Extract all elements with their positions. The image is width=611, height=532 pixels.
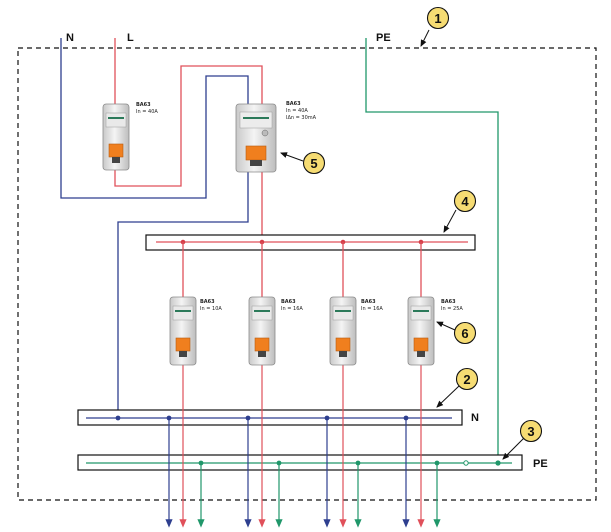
branch-breaker: BA63 In = 10A [169, 296, 222, 366]
earth-busbar-label: PE [533, 458, 548, 470]
branch-breaker-model: BA63 [200, 299, 215, 305]
outgoing-circuits [165, 365, 441, 528]
callout-number-5: 5 [310, 156, 317, 171]
enclosure-border [17, 47, 597, 501]
rcd-model: BA63 [286, 101, 301, 107]
callout-2 [455, 367, 479, 391]
callout-number-2: 2 [463, 372, 470, 387]
terminal-label-line: L [127, 32, 134, 44]
branch-breaker: BA63 In = 25A [407, 296, 463, 366]
branch-breaker-rating: In = 10A [200, 306, 222, 312]
branch-breaker-rating: In = 16A [281, 306, 303, 312]
callout-1 [426, 6, 450, 30]
terminal-label-earth: PE [376, 32, 391, 44]
rcd-neutral-output-wire [117, 172, 249, 418]
branch-breaker-model: BA63 [281, 299, 296, 305]
neutral-busbar-label: N [471, 412, 479, 424]
callout-6 [453, 321, 477, 345]
incoming-neutral-wire [60, 38, 249, 199]
branch-breaker-rating: In = 16A [361, 306, 383, 312]
rcd-rating: In = 40A [286, 108, 308, 114]
callout-number-1: 1 [434, 11, 441, 26]
residual-current-device: BA63 In = 40A IΔn = 30mA [235, 101, 317, 173]
terminal-label-neutral: N [66, 32, 74, 44]
callout-number-4: 4 [461, 194, 469, 209]
callout-number-3: 3 [527, 424, 534, 439]
branch-breaker-model: BA63 [441, 299, 456, 305]
callout-5 [302, 151, 326, 175]
callout-number-6: 6 [461, 326, 468, 341]
branch-breaker: BA63 In = 16A [329, 296, 383, 366]
callout-4 [453, 189, 477, 213]
branch-breaker-rating: In = 25A [441, 306, 463, 312]
main-breaker-model: BA63 [136, 102, 151, 108]
rcd-trip-current: IΔn = 30mA [286, 115, 317, 121]
main-circuit-breaker: BA63 In = 40A [102, 102, 158, 171]
main-to-rcd-line-wire [114, 65, 263, 187]
main-breaker-rating: In = 40A [136, 109, 158, 115]
callout-3 [519, 419, 543, 443]
incoming-earth-wire [365, 38, 499, 463]
branch-breaker-model: BA63 [361, 299, 376, 305]
branch-breaker: BA63 In = 16A [248, 296, 303, 366]
